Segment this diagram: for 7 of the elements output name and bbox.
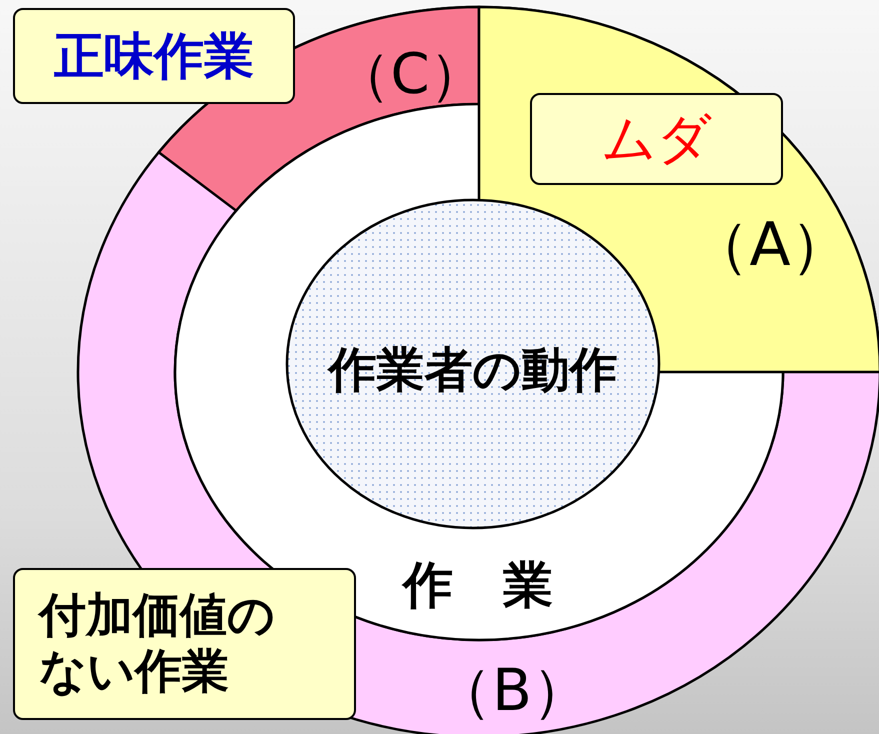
segment-label: （A） xyxy=(689,215,851,275)
ellipse-label: 作業者の動作 xyxy=(328,346,618,394)
segment-label: （C） xyxy=(334,47,481,103)
label-box: 付加価値のない作業 xyxy=(13,568,356,720)
label-box: 正味作業 xyxy=(13,8,295,104)
segment-label: （B） xyxy=(434,661,590,719)
ellipse-label: 作 業 xyxy=(403,560,553,610)
